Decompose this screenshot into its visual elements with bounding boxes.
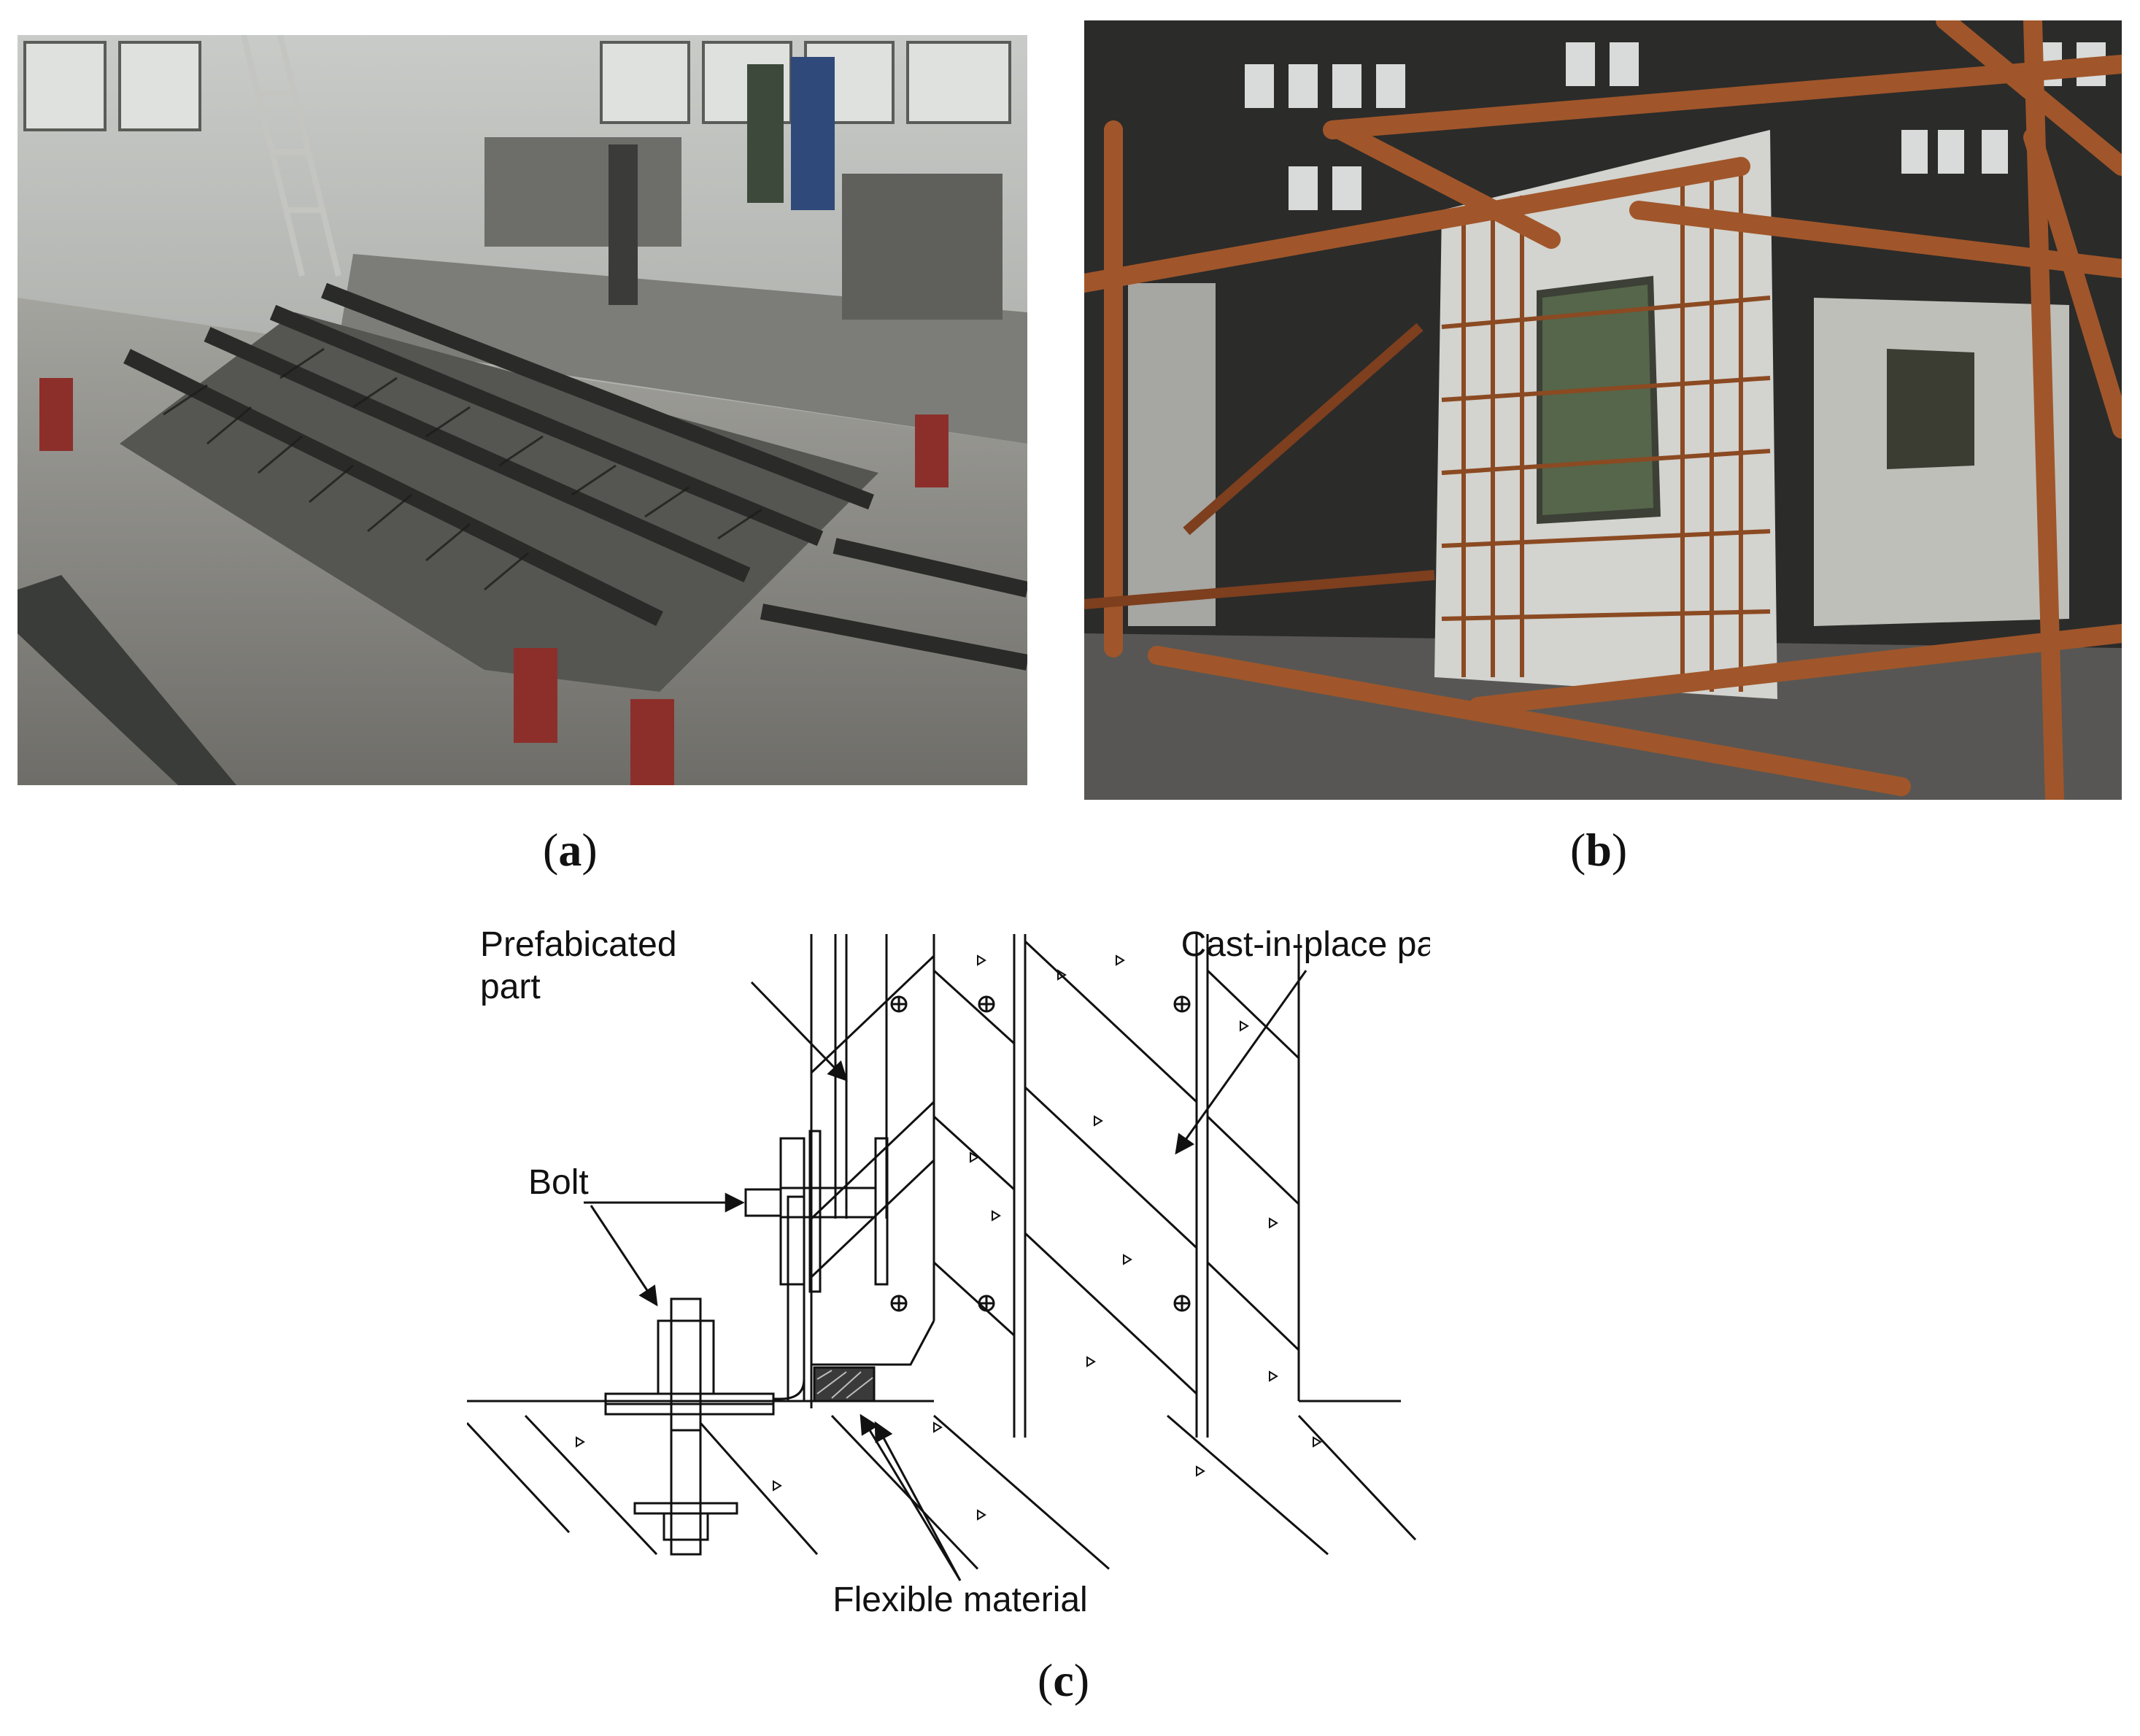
photo-wall-specimen: [1084, 20, 2122, 800]
caption-b: (b): [1570, 824, 1628, 876]
label-prefabricated-line2: part: [480, 968, 541, 1006]
label-bolt: Bolt: [528, 1163, 589, 1202]
label-cast-in-place: Cast-in-place part: [1181, 925, 1430, 964]
leader-flexible-1: [874, 1421, 962, 1581]
joint-detail-diagram: Prefabicated part Cast-in-place part Bol…: [467, 912, 1430, 1613]
leader-bolt-lower: [590, 1205, 658, 1307]
label-flexible-material: Flexible material: [833, 1581, 1087, 1613]
leader-flexible-2: [860, 1413, 962, 1581]
caption-a: (a): [543, 824, 598, 876]
leader-cast-in-place: [1175, 970, 1307, 1155]
photo-precast-formwork: [18, 35, 1027, 785]
label-prefabricated-line1: Prefabicated: [480, 925, 677, 964]
leader-prefabricated: [750, 981, 848, 1081]
caption-c: (c): [1038, 1654, 1090, 1706]
